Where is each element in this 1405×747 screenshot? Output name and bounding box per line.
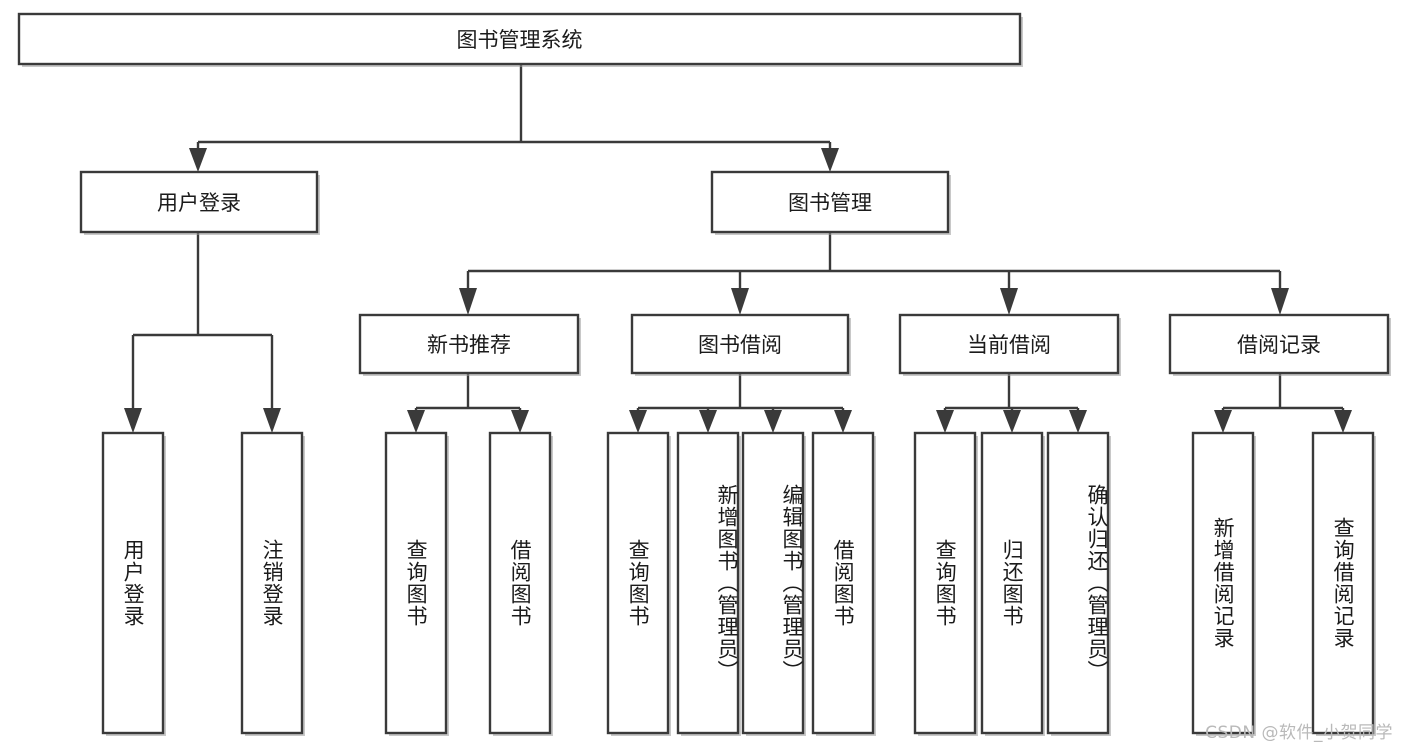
leaf-logout-login-box[interactable] xyxy=(240,431,304,735)
edge-group-new-book-recommend-to-leaves xyxy=(407,374,529,433)
leaf-add-record-box[interactable] xyxy=(1191,431,1255,735)
arrow-to-leaf-add-record xyxy=(1214,410,1232,433)
new-book-recommend-node-box[interactable] xyxy=(358,313,580,375)
node-box-group xyxy=(17,12,1391,736)
book-manage-node-box[interactable] xyxy=(710,170,950,234)
arrow-to-leaf-confirm-return xyxy=(1069,410,1087,433)
edge-group-user-login-to-leaves xyxy=(124,232,281,433)
leaf-confirm-return-box[interactable] xyxy=(1046,431,1110,735)
user-login-node-box[interactable] xyxy=(79,170,319,234)
csdn-watermark: CSDN @软件_小贺同学 xyxy=(1205,723,1393,743)
leaf-add-book-box[interactable] xyxy=(676,431,740,735)
edge-group-book-borrow-to-leaves xyxy=(629,374,852,433)
leaf-edit-book-box[interactable] xyxy=(741,431,805,735)
arrow-to-leaf-edit-book xyxy=(764,410,782,433)
leaf-query-book-2-box[interactable] xyxy=(606,431,670,735)
edge-group-current-borrow-to-leaves xyxy=(936,374,1087,433)
book-borrow-node-box[interactable] xyxy=(630,313,850,375)
arrow-to-user-login xyxy=(189,148,207,172)
arrow-to-leaf-add-book xyxy=(699,410,717,433)
leaf-return-book-box[interactable] xyxy=(980,431,1044,735)
arrow-to-leaf-borrow-book-2 xyxy=(834,410,852,433)
arrow-to-leaf-query-book-2 xyxy=(629,410,647,433)
arrow-to-leaf-query-book-1 xyxy=(407,410,425,433)
leaf-borrow-book-1-box[interactable] xyxy=(488,431,552,735)
leaf-query-book-3-box[interactable] xyxy=(913,431,977,735)
arrow-to-current-borrow xyxy=(1000,288,1018,315)
arrow-to-book-manage xyxy=(821,148,839,172)
root-node-box[interactable] xyxy=(17,12,1022,66)
arrow-to-leaf-logout-login xyxy=(263,408,281,433)
edge-group-root-to-level2 xyxy=(189,64,839,172)
arrow-to-leaf-user-login xyxy=(124,408,142,433)
leaf-query-record-box[interactable] xyxy=(1311,431,1375,735)
arrow-to-leaf-borrow-book-1 xyxy=(511,410,529,433)
leaf-query-book-1-box[interactable] xyxy=(384,431,448,735)
arrow-to-leaf-return-book xyxy=(1003,410,1021,433)
arrow-to-book-borrow xyxy=(731,288,749,315)
borrow-record-node-box[interactable] xyxy=(1168,313,1390,375)
arrow-to-leaf-query-book-3 xyxy=(936,410,954,433)
leaf-borrow-book-2-box[interactable] xyxy=(811,431,875,735)
edge-group-book-manage-to-level3 xyxy=(459,232,1289,315)
arrow-to-new-book-recommend xyxy=(459,288,477,315)
leaf-user-login-box[interactable] xyxy=(101,431,165,735)
arrow-to-leaf-query-record xyxy=(1334,410,1352,433)
edge-group-borrow-record-to-leaves xyxy=(1214,374,1352,433)
arrow-to-borrow-record xyxy=(1271,288,1289,315)
current-borrow-node-box[interactable] xyxy=(898,313,1120,375)
